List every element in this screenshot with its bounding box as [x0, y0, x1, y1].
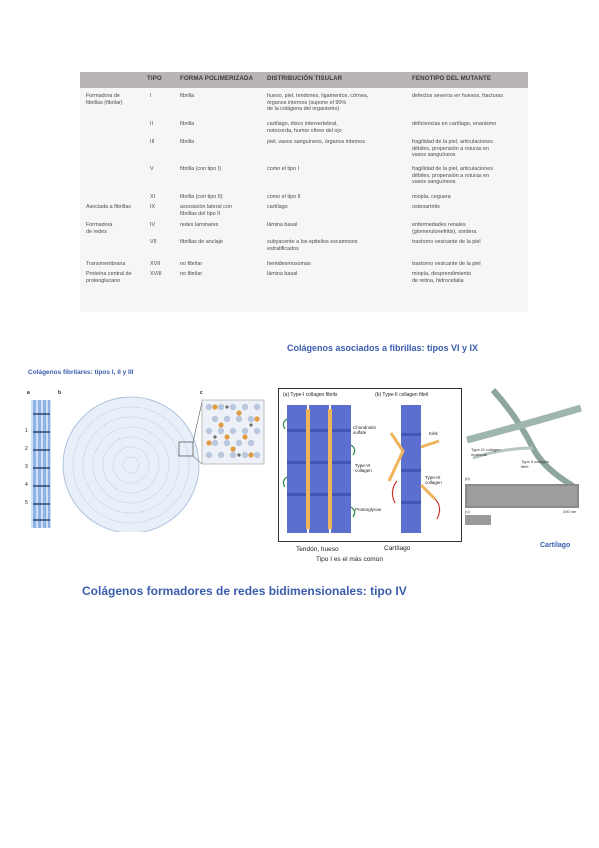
cell-group: Asociada a fibrillas [86, 204, 131, 210]
cell-tipo: III [150, 139, 155, 145]
cell-forma: fibrilla [180, 93, 195, 99]
cartilago-label: Cartílago [540, 542, 571, 549]
scale-2: 2 [25, 446, 28, 452]
cell-forma: fibrilla [180, 121, 195, 127]
cell-distribucion: cartílago [267, 204, 288, 210]
header-distribucion: DISTRIBUCIÓN TISULAR [267, 75, 343, 82]
label-c: (c) [465, 509, 470, 514]
type-ii-fibril [387, 405, 441, 533]
label-type-ii-fibril: Type II collagen fibril [521, 459, 550, 469]
network-collagen-title: Colágenos formadores de redes bidimensio… [82, 584, 407, 598]
cell-fenotipo: deficiencias en cartílago, enanismo [412, 121, 497, 127]
label-scale-200nm: 200 nm [563, 509, 577, 514]
fibril-packing-detail [201, 399, 265, 465]
header-fenotipo: FENOTIPO DEL MUTANTE [412, 75, 492, 82]
label-chondroitin: Chondroitin sulfate [353, 425, 377, 435]
table-header-row: TIPO FORMA POLIMERIZADA DISTRIBUCIÓN TIS… [80, 72, 528, 88]
cell-forma: asociación lateral con fibrillas del tip… [180, 204, 232, 217]
cell-tipo: II [150, 121, 153, 127]
fig-letter-a: a [27, 390, 30, 396]
cell-fenotipo: enfermedades renales (glomerulonefritis)… [412, 222, 477, 235]
cell-forma: fibrilla (con tipo I) [180, 166, 222, 172]
assoc-illustration [282, 405, 441, 533]
assoc-figure: (a) Type-I collagen fibrils (b) Type-II … [278, 388, 462, 542]
cell-tipo: IX [150, 204, 156, 210]
cell-fenotipo: trastorno vesicante de la piel [412, 261, 481, 267]
cell-distribucion: subyacente a los epitelios escamosos est… [267, 239, 358, 252]
fibrilar-title: Colágenos fibrilares: tipos I, II y III [28, 369, 134, 376]
cell-fenotipo: miopía, ceguera [412, 194, 451, 200]
panel-a-label: (a) Type-I collagen fibrils [283, 392, 338, 398]
cell-forma: no fibrilar [180, 271, 203, 277]
cell-forma: fibrilla [180, 139, 195, 145]
cell-distribucion: hueso, piel, tendones, ligamentos, córne… [267, 93, 369, 113]
scale-5: 5 [25, 500, 28, 506]
cell-forma: fibrillas de anclaje [180, 239, 223, 245]
cell-distribucion: cartílago, disco intervertebral, notocor… [267, 121, 342, 134]
fibrilar-figure: a b c [25, 390, 266, 532]
cell-fenotipo: defectos severos en huesos, fracturas [412, 93, 504, 99]
label-type-ix: Type-IX collagen [425, 475, 442, 485]
micrograph-figure: Type IX collagen molecule Type II collag… [463, 388, 583, 538]
cell-group: Formadora de redes [86, 222, 113, 235]
assoc-title: Colágenos asociados a fibrillas: tipos V… [287, 343, 479, 353]
cell-group: Proteína central de proteoglucano [86, 271, 132, 284]
cell-forma: fibrilla (con tipo II) [180, 194, 223, 200]
fibrilar-illustration [31, 396, 265, 532]
label-type-vi: Type-VI collagen [355, 463, 372, 473]
cell-distribucion: como el tipo II [267, 194, 301, 200]
collagen-types-table: TIPO FORMA POLIMERIZADA DISTRIBUCIÓN TIS… [80, 72, 528, 312]
label-type-ix-molecule: Type IX collagen molecule [471, 447, 501, 457]
cell-group: Transmembrana [86, 261, 126, 267]
type-i-fibrils [282, 405, 356, 533]
fig-letter-c: c [200, 390, 203, 396]
cell-distribucion: como el tipo I [267, 166, 300, 172]
cell-group: Formadora de fibrillas (fibrilar) [86, 93, 123, 106]
fibril-cross-section [62, 396, 203, 532]
cell-fenotipo: miopía, desprendimiento de retina, hidro… [412, 271, 472, 284]
cell-forma: redes laminares [180, 222, 219, 228]
cell-distribucion: lámina basal [267, 271, 298, 277]
header-forma: FORMA POLIMERIZADA [180, 75, 254, 82]
scale-3: 3 [25, 464, 28, 470]
cell-tipo: VII [150, 239, 157, 245]
cell-tipo: IV [150, 222, 156, 228]
fig-letter-b: b [58, 390, 62, 396]
cell-forma: no fibrilar [180, 261, 203, 267]
cell-fenotipo: trastorno vesicante de la piel [412, 239, 481, 245]
cell-fenotipo: fragilidad de la piel, articulaciones dé… [412, 139, 493, 159]
striated-fibrils [31, 400, 51, 528]
cell-fenotipo: osteoartritis [412, 204, 440, 210]
cell-tipo: V [150, 166, 154, 172]
caption-cartilago: Cartílago [384, 545, 411, 552]
cell-tipo: XVIII [150, 271, 162, 277]
panel-b-label: (b) Type-II collagen fibril [375, 392, 429, 398]
caption-tendon: Tendón, hueso [296, 546, 339, 553]
cell-tipo: XI [150, 194, 156, 200]
scale-4: 4 [25, 482, 28, 488]
cell-distribucion: piel, vasos sanguíneos, órganos internos [267, 139, 365, 145]
micrograph-illustration [465, 388, 582, 525]
scale-1: 1 [25, 428, 28, 434]
header-tipo: TIPO [147, 75, 162, 82]
caption-tipo-comun: Tipo I es el más común [316, 556, 383, 563]
cell-tipo: XVII [150, 261, 161, 267]
cell-distribucion: lámina basal [267, 222, 298, 228]
label-proteoglycan: Proteoglycan [355, 507, 382, 512]
label-b: (b) [465, 476, 470, 481]
cell-fenotipo: fragilidad de la piel, articulaciones dé… [412, 166, 493, 186]
cell-tipo: I [150, 93, 152, 99]
label-kink: Kink [429, 431, 438, 436]
cell-distribucion: hemidesmosomas [267, 261, 311, 267]
